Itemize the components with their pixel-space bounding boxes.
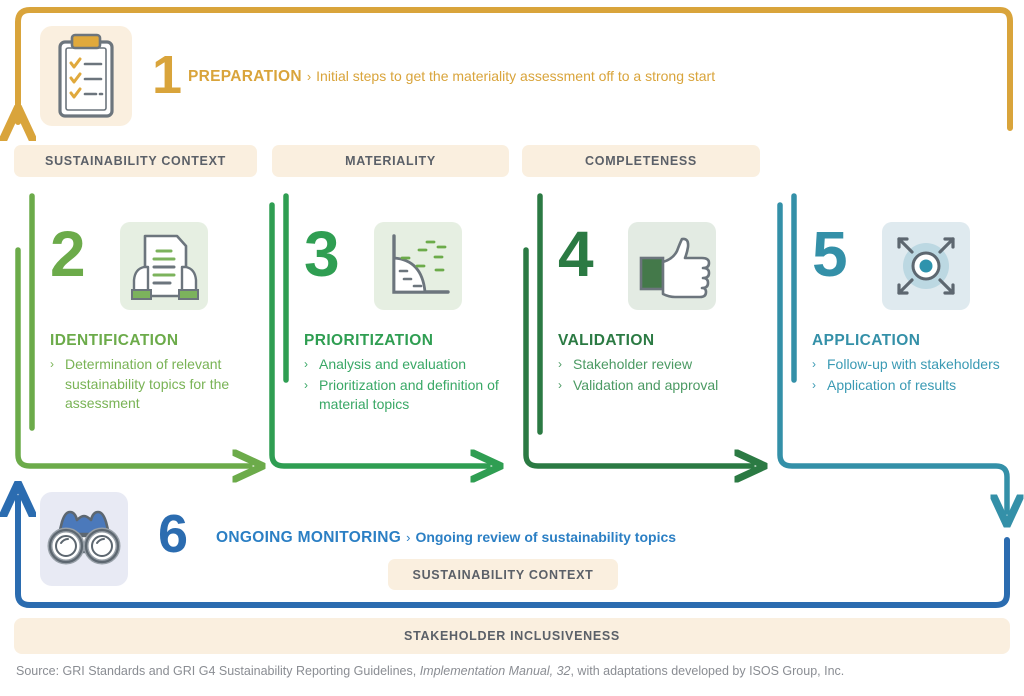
pill-completeness: COMPLETENESS (522, 145, 760, 177)
chevron-right-icon: › (306, 69, 312, 84)
chevron-right-icon: › (812, 357, 816, 371)
step1-text: PREPARATION › Initial steps to get the mat… (188, 68, 715, 86)
step-application: 5 APPLICATION › Follow-up with stakeholde… (776, 200, 1024, 470)
step-prioritization: 3 PRIORI (268, 200, 518, 470)
list-item: › Analysis and evaluation (304, 355, 509, 375)
chevron-right-icon: › (812, 377, 816, 392)
list-item: › Application of results (812, 376, 1017, 396)
bullet-text: Application of results (827, 376, 957, 393)
step6-title: ONGOING MONITORING (216, 529, 402, 546)
step6-text: ONGOING MONITORING › Ongoing review of sus… (216, 529, 676, 547)
bullet-text: Determination of relevant sustainability… (65, 356, 230, 411)
pill-materiality: MATERIALITY (272, 145, 509, 177)
chevron-right-icon: › (50, 357, 54, 371)
step1-title: PREPARATION (188, 68, 302, 85)
step5-title: APPLICATION (812, 332, 921, 349)
list-item: › Stakeholder review (558, 355, 763, 375)
chevron-right-icon: › (304, 357, 308, 371)
bullet-text: Validation and approval (573, 376, 719, 393)
list-item: › Follow-up with stakeholders (812, 355, 1017, 375)
step6-number: 6 (158, 504, 189, 564)
chevron-right-icon: › (406, 530, 411, 545)
step5-bullets: › Follow-up with stakeholders › Applicatio… (812, 355, 1017, 396)
bullet-text: Analysis and evaluation (319, 356, 467, 372)
step4-bullets: › Stakeholder review › Validation and appr… (558, 355, 763, 396)
bullet-text: Follow-up with stakeholders (827, 356, 1000, 372)
thumbs-up-icon (628, 222, 716, 310)
chevron-right-icon: › (558, 357, 562, 371)
list-item: › Validation and approval (558, 376, 763, 396)
scatter-chart-icon (374, 222, 462, 310)
step3-bullets: › Analysis and evaluation › Prioritization… (304, 355, 509, 416)
step1-description: Initial steps to get the materiality ass… (316, 68, 716, 84)
step-identification: 2 IDENTIFICATION › Determination of relev… (14, 200, 264, 470)
list-item: › Determination of relevant sustainabilit… (50, 355, 255, 414)
step3-number: 3 (304, 218, 340, 290)
document-in-hands-icon (120, 222, 208, 310)
pill-stakeholder-inclusiveness: STAKEHOLDER INCLUSIVENESS (14, 618, 1010, 654)
pill-sustainability-context: SUSTAINABILITY CONTEXT (14, 145, 257, 177)
binoculars-icon (40, 492, 128, 586)
bullet-text: Prioritization and definition of materia… (319, 376, 499, 413)
step4-title: VALIDATION (558, 332, 655, 349)
step-validation: 4 VALIDATION › Stakeholder review › Valida… (522, 200, 772, 470)
bullet-text: Stakeholder review (573, 356, 693, 372)
target-expand-icon (882, 222, 970, 310)
clipboard-checklist-icon (40, 26, 132, 126)
source-note: Source: GRI Standards and GRI G4 Sustain… (16, 664, 844, 678)
list-item: › Prioritization and definition of materi… (304, 376, 509, 415)
source-italic: Implementation Manual, 32 (419, 664, 571, 678)
source-suffix: , with adaptations developed by ISOS Gro… (570, 664, 845, 678)
step2-number: 2 (50, 218, 86, 290)
step6-description: Ongoing review of sustainability topics (415, 529, 677, 545)
source-prefix: Source: GRI Standards and GRI G4 Sustain… (16, 664, 420, 678)
step2-title: IDENTIFICATION (50, 332, 179, 349)
chevron-right-icon: › (304, 377, 308, 392)
pill-sustainability-context-2: SUSTAINABILITY CONTEXT (388, 559, 618, 590)
chevron-right-icon: › (558, 377, 562, 392)
step1-number: 1 (152, 45, 183, 105)
step3-title: PRIORITIZATION (304, 332, 434, 349)
step5-number: 5 (812, 218, 848, 290)
step4-number: 4 (558, 218, 594, 290)
step2-bullets: › Determination of relevant sustainabilit… (50, 355, 255, 415)
